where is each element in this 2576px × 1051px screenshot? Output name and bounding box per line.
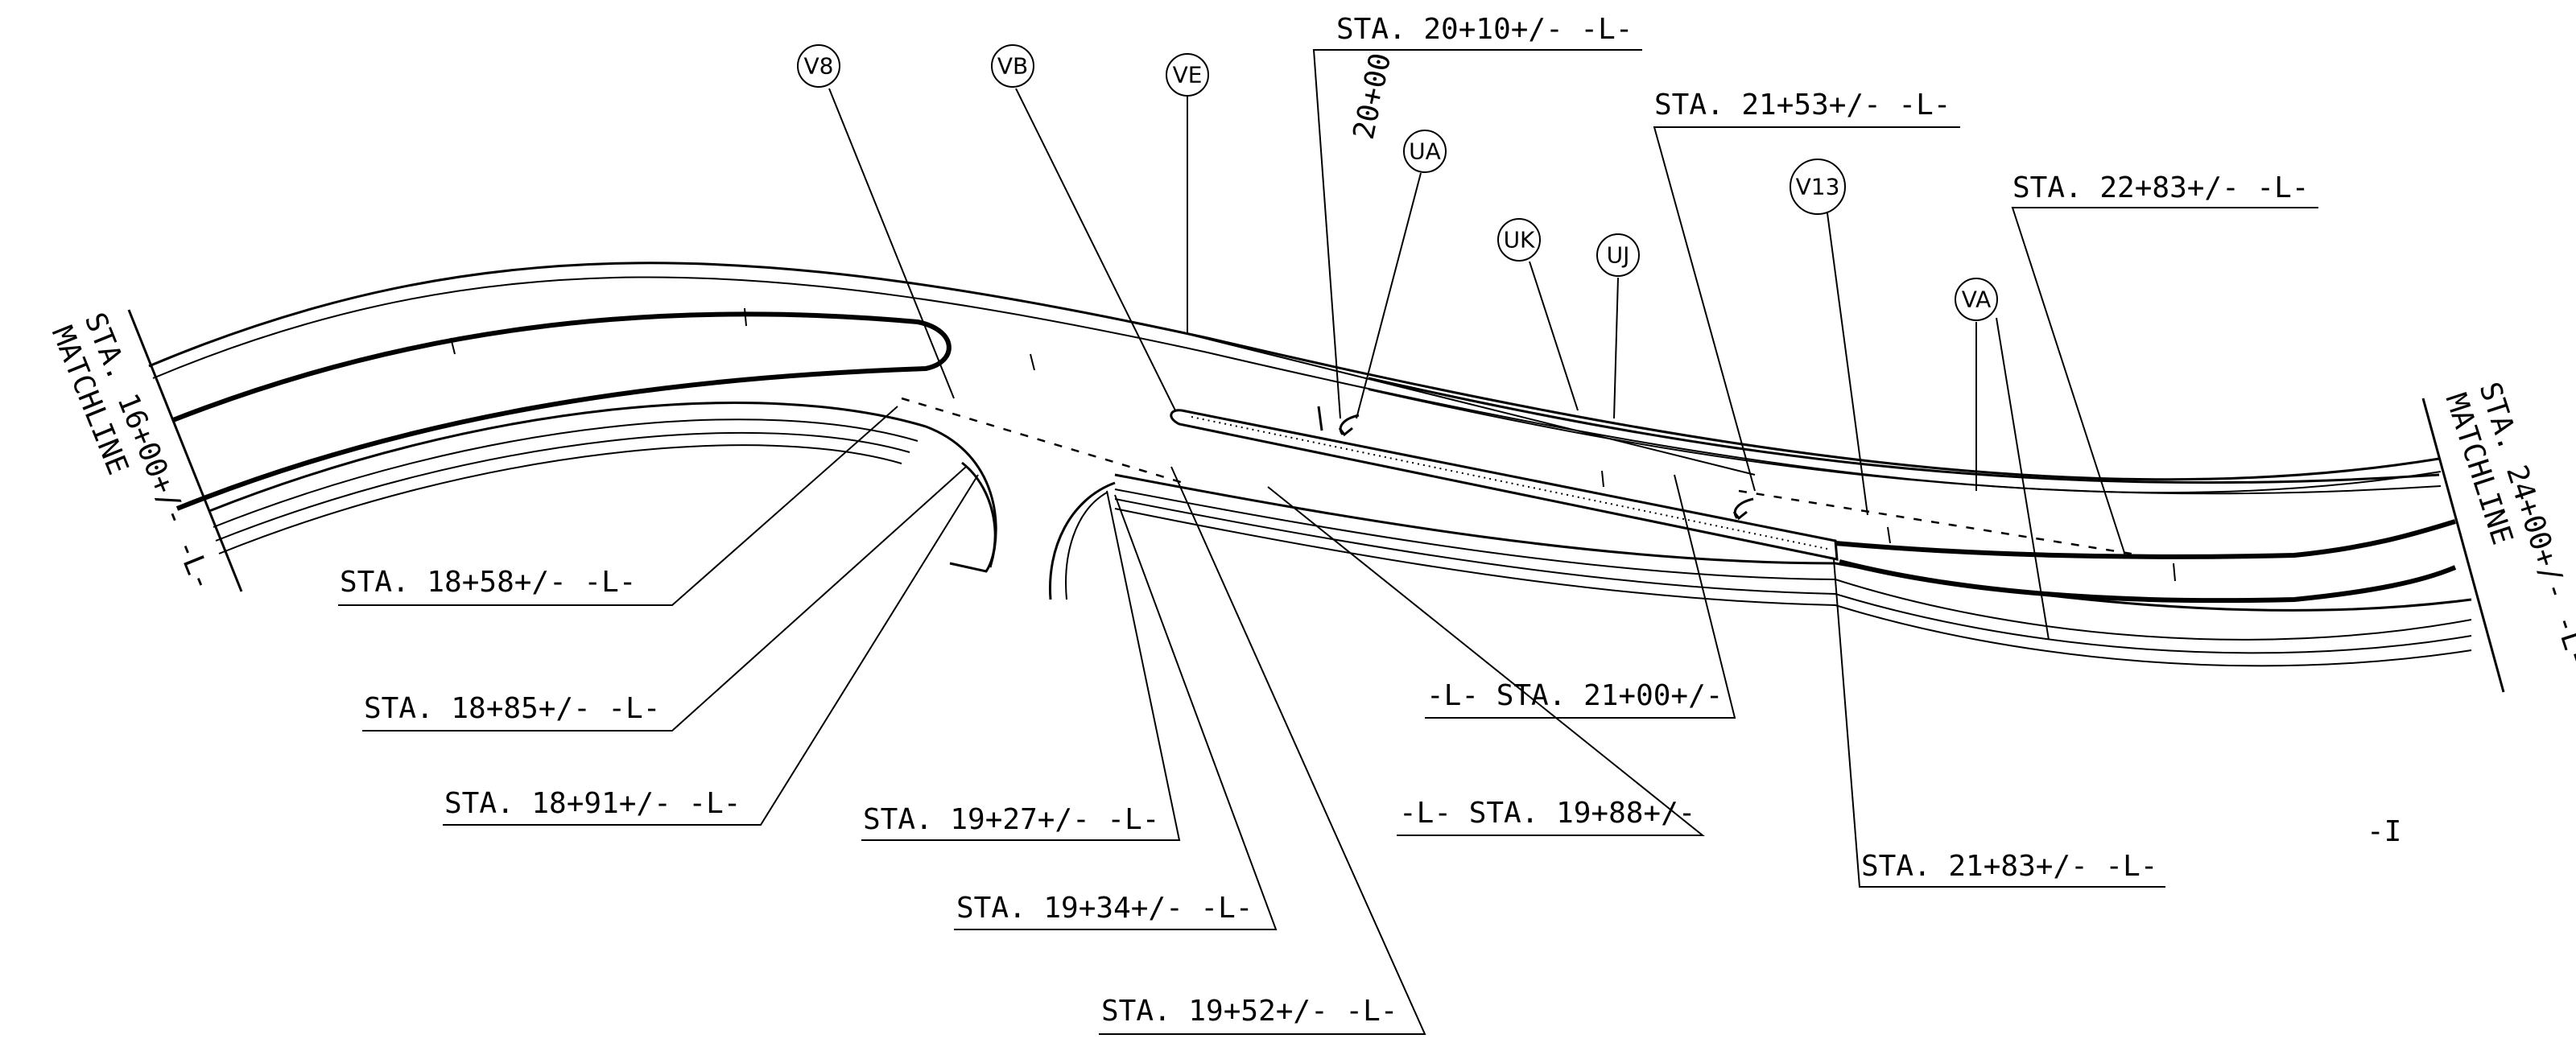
median-strip	[1170, 409, 1839, 561]
leader-uj	[1613, 277, 1619, 419]
leader-sta-19-52	[1099, 466, 1426, 1035]
leader-sta-21-00	[1425, 474, 1736, 719]
right-island-curb-north	[1835, 519, 2456, 559]
lane-tick	[744, 307, 747, 327]
north-inner-lane	[1368, 377, 2440, 484]
leader-vb	[1015, 88, 1176, 411]
station-label: STA. 22+83+/- -L-	[2013, 171, 2309, 204]
dashed-guide-right	[1738, 489, 2142, 557]
ref-circle-v8: V8	[797, 44, 840, 88]
station-label: STA. 18+85+/- -L-	[364, 692, 660, 725]
leader-sta-21-83	[1833, 558, 2165, 888]
ref-circle-v13: V13	[1790, 159, 1846, 215]
ref-circle-label: UK	[1504, 227, 1535, 253]
north-inner-lane-2	[1368, 389, 2442, 495]
south-edge-left	[208, 402, 997, 568]
north-edge-inner-line	[152, 276, 2442, 494]
ref-circle-label: UA	[1409, 138, 1441, 165]
station-tick-label: 20+00	[1348, 50, 1398, 142]
left-island-curb	[171, 311, 952, 511]
station-label: STA. 20+10+/- -L-	[1336, 13, 1633, 46]
corner-mark: -I	[2367, 815, 2401, 848]
leader-sta-22-83	[2011, 207, 2318, 556]
ref-circle-uj: UJ	[1596, 233, 1640, 277]
leader-sta-18-85	[362, 466, 967, 732]
arrow-mark	[1338, 414, 1360, 437]
leader-sta-20-10	[1312, 49, 1642, 419]
ref-circle-va: VA	[1955, 278, 1998, 321]
left-matchline-label: STA. 16+00+/- -L- MATCHLINE	[45, 308, 220, 596]
ref-circle-label: VB	[997, 53, 1028, 80]
lane-tick	[1887, 526, 1891, 544]
ref-circle-label: V8	[804, 53, 834, 80]
lane-tick	[1030, 353, 1035, 371]
leader-v13	[1827, 212, 1868, 516]
leader-sta-18-91	[443, 474, 979, 826]
leader-sta-19-88	[1267, 486, 1705, 836]
station-label: STA. 19+52+/- -L-	[1101, 995, 1397, 1028]
south-edge-left-inner	[213, 418, 919, 528]
station-label: STA. 21+83+/- -L-	[1861, 850, 2157, 883]
right-return-curve	[1048, 481, 1116, 600]
station-label: STA. 21+53+/- -L-	[1654, 89, 1951, 122]
south-edge-left-offset-1	[215, 431, 910, 542]
lane-tick	[1601, 470, 1604, 488]
south-lane-edge-offset-2	[1114, 498, 2472, 654]
lane-tick	[450, 337, 456, 355]
right-island-curb-south	[1839, 559, 2457, 604]
station-label: STA. 18+58+/- -L-	[340, 566, 636, 599]
north-edge-line	[148, 262, 2440, 481]
left-matchline-bar	[127, 309, 243, 592]
reference-circles: V8 VB VE UA UK UJ V13 VA	[797, 44, 1998, 321]
station-label: STA. 18+91+/- -L-	[444, 787, 741, 820]
ref-circle-label: V13	[1796, 174, 1840, 200]
south-lane-edge	[1114, 473, 2472, 612]
leader-uk	[1529, 261, 1579, 411]
lane-tick	[2173, 563, 2176, 582]
ref-circle-label: UJ	[1607, 242, 1630, 269]
ref-circle-label: VE	[1173, 62, 1203, 89]
roadway-linework	[127, 262, 2505, 693]
leader-sta-18-58	[338, 406, 898, 606]
station-label: STA. 19+34+/- -L-	[956, 892, 1253, 925]
leader-ua	[1356, 172, 1422, 419]
median-dots	[1191, 416, 1828, 550]
station-labels: STA. 20+10+/- -L- STA. 21+53+/- -L- STA.…	[340, 13, 2309, 1028]
ref-circle-label: VA	[1962, 286, 1992, 313]
ref-circle-ve: VE	[1166, 53, 1209, 97]
leader-sta-19-27	[861, 490, 1181, 841]
leader-sta-21-53	[1653, 126, 1960, 492]
south-edge-left-offset-2	[218, 444, 902, 554]
right-return-curve-inner	[1065, 492, 1108, 600]
south-lane-edge-offset-3	[1114, 508, 2472, 667]
right-matchline-bar	[2421, 398, 2505, 693]
ref-circle-ua: UA	[1403, 130, 1447, 173]
leader-lines	[338, 49, 2318, 1035]
ref-circle-uk: UK	[1497, 218, 1541, 262]
arrow-mark	[1732, 497, 1754, 521]
leader-sta-19-34	[954, 494, 1278, 930]
station-label: -L- STA. 19+88+/-	[1399, 797, 1695, 830]
leader-va-2	[1996, 317, 2050, 641]
leader-ve	[1187, 97, 1756, 476]
leader-v8	[828, 88, 955, 399]
lane-tick	[1317, 406, 1323, 431]
station-label: -L- STA. 21+00+/-	[1426, 679, 1723, 712]
station-label: STA. 19+27+/- -L-	[863, 803, 1159, 836]
ref-circle-vb: VB	[991, 44, 1034, 88]
left-return-curve	[949, 461, 997, 573]
dashed-guide-left	[901, 397, 1184, 484]
